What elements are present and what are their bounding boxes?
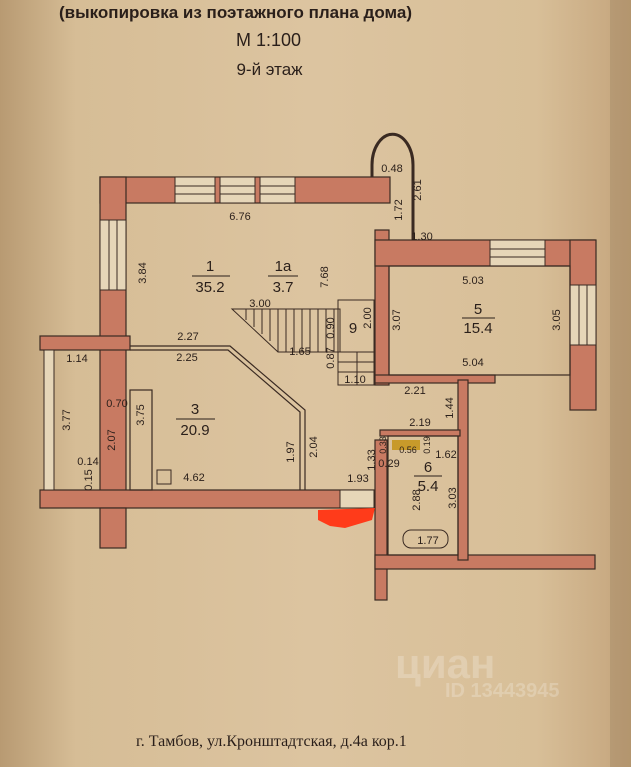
windows (43, 176, 597, 509)
plan-scale: М 1:100 (235, 30, 302, 50)
svg-text:5.04: 5.04 (462, 357, 483, 369)
svg-text:3.03: 3.03 (447, 487, 459, 508)
svg-text:3.7: 3.7 (273, 279, 294, 296)
svg-text:3.00: 3.00 (249, 298, 270, 310)
svg-text:9: 9 (349, 320, 357, 337)
shaft (156, 469, 172, 485)
svg-text:2.04: 2.04 (308, 436, 320, 457)
vertical-dimension-labels: 3.84 7.68 0.90 2.00 0.87 3.77 2.07 0.15 … (61, 179, 563, 510)
accent-fixture (392, 440, 420, 450)
svg-text:6.76: 6.76 (229, 211, 250, 223)
svg-text:0.90: 0.90 (325, 317, 337, 338)
svg-text:0.56: 0.56 (399, 445, 417, 455)
svg-text:5.03: 5.03 (462, 275, 483, 287)
svg-text:1а: 1а (275, 258, 292, 275)
svg-text:2.61: 2.61 (412, 179, 424, 200)
watermark-logo: циан (395, 640, 496, 687)
svg-text:2.25: 2.25 (176, 352, 197, 364)
svg-text:2.00: 2.00 (362, 307, 374, 328)
svg-text:1: 1 (206, 258, 214, 275)
svg-text:0.15: 0.15 (83, 469, 95, 490)
svg-text:2.88: 2.88 (411, 489, 423, 510)
svg-text:3.07: 3.07 (391, 309, 403, 330)
svg-text:7.68: 7.68 (319, 266, 331, 287)
svg-text:1.77: 1.77 (417, 535, 438, 547)
svg-text:1.14: 1.14 (66, 353, 87, 365)
svg-text:0.70: 0.70 (106, 398, 127, 410)
svg-text:1.93: 1.93 (347, 473, 368, 485)
svg-text:3.84: 3.84 (137, 262, 149, 283)
room-labels: 1 35.2 1а 3.7 3 20.9 5 15.4 6 5.4 9 (176, 258, 495, 495)
watermark: циан ID 13443945 (395, 640, 560, 703)
svg-text:1.10: 1.10 (344, 374, 365, 386)
svg-text:35.2: 35.2 (195, 279, 224, 296)
svg-text:3.75: 3.75 (135, 404, 147, 425)
svg-text:2.07: 2.07 (106, 429, 118, 450)
svg-text:0.19: 0.19 (422, 436, 432, 454)
svg-text:5.4: 5.4 (418, 478, 439, 495)
svg-text:1.72: 1.72 (393, 199, 405, 220)
room-outlines (129, 265, 571, 556)
svg-text:5: 5 (474, 301, 482, 318)
address-caption: г. Тамбов, ул.Кронштадтская, д.4а кор.1 (136, 733, 407, 750)
svg-text:0.48: 0.48 (381, 163, 402, 175)
balcony-arc (370, 132, 415, 240)
svg-text:15.4: 15.4 (463, 320, 492, 337)
svg-text:1.30: 1.30 (411, 231, 432, 243)
svg-text:1.65: 1.65 (289, 346, 310, 358)
page-edge-shadow (610, 0, 631, 767)
svg-text:3.05: 3.05 (551, 309, 563, 330)
plan-floor: 9-й этаж (236, 60, 303, 79)
svg-text:0.33: 0.33 (378, 436, 388, 454)
dimension-labels: 6.76 3.00 1.65 1.10 2.27 2.25 1.14 0.70 … (66, 163, 483, 547)
svg-text:1.97: 1.97 (285, 441, 297, 462)
svg-text:0.29: 0.29 (378, 458, 399, 470)
svg-text:3: 3 (191, 401, 199, 418)
svg-text:6: 6 (424, 459, 432, 476)
svg-text:3.77: 3.77 (61, 409, 73, 430)
svg-text:1.33: 1.33 (366, 449, 378, 470)
plan-subtitle: (выкопировка из поэтажного плана дома) (59, 3, 412, 22)
svg-text:0.87: 0.87 (325, 347, 337, 368)
svg-text:4.62: 4.62 (183, 472, 204, 484)
svg-text:2.21: 2.21 (404, 385, 425, 397)
watermark-id: ID 13443945 (445, 680, 560, 702)
svg-text:2.27: 2.27 (177, 331, 198, 343)
redaction-mark (318, 508, 375, 528)
stairs (230, 299, 375, 386)
svg-text:0.14: 0.14 (77, 456, 98, 468)
svg-text:2.19: 2.19 (409, 417, 430, 429)
bathtub (402, 529, 449, 549)
svg-text:1.44: 1.44 (444, 397, 456, 418)
svg-text:20.9: 20.9 (180, 422, 209, 439)
svg-text:1.62: 1.62 (435, 449, 456, 461)
